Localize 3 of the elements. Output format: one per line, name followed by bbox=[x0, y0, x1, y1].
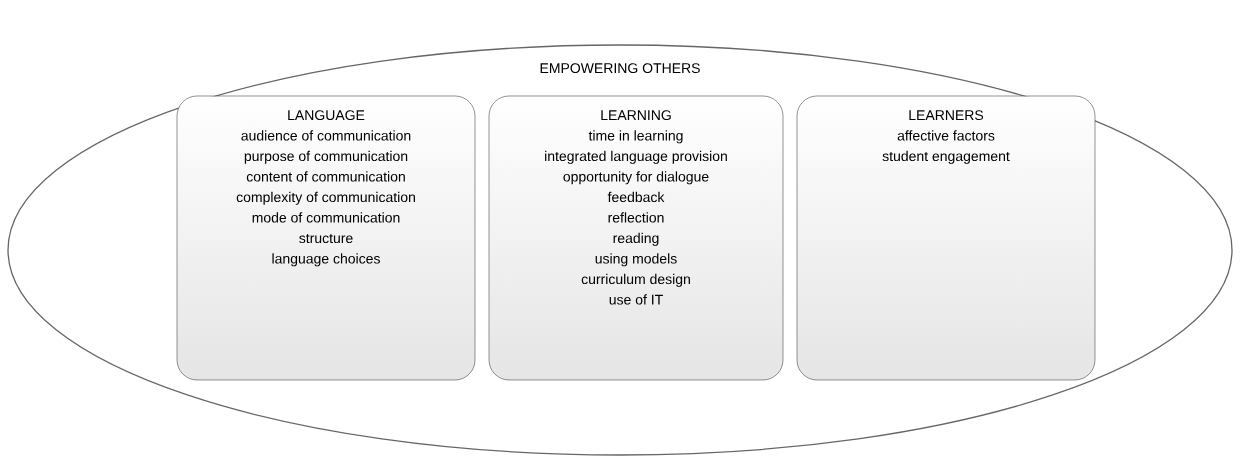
category-box: LEARNERS affective factors student engagement bbox=[796, 95, 1096, 381]
category-box: LANGUAGE audience of communication purpose of communication content of communication complexity of communication mode of communication structure language choices bbox=[176, 95, 476, 381]
category-box: LEARNING time in learning integrated language provision opportunity for dialogue feedback reflection reading using models curriculum design use of IT bbox=[488, 95, 784, 381]
